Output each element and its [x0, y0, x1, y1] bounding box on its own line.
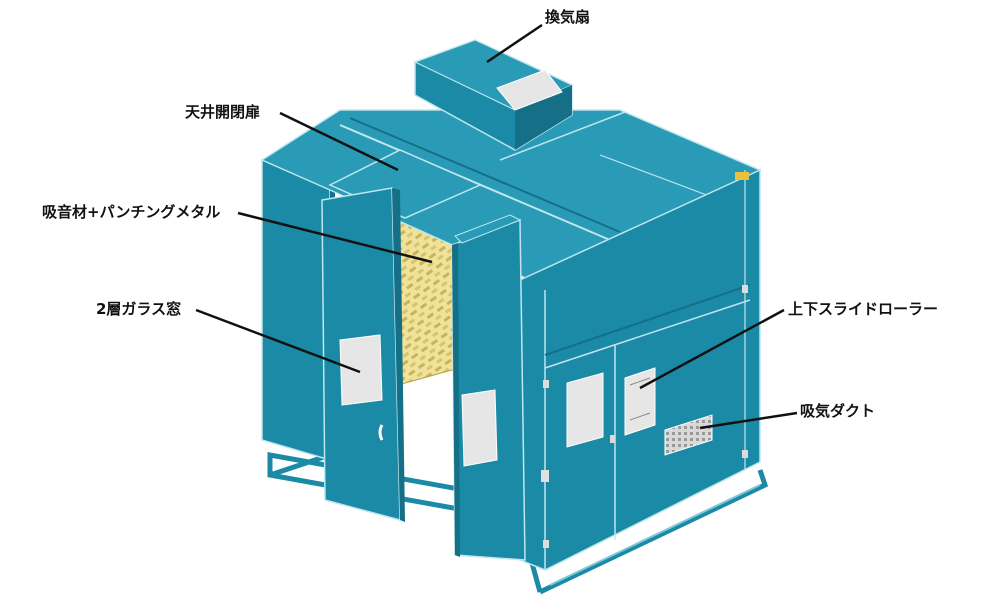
label-exhaust-fan: 換気扇 — [545, 8, 591, 26]
leader-window — [195, 308, 361, 374]
panel-badge — [541, 470, 549, 482]
label-ceiling-door: 天井開閉扉 — [185, 103, 261, 121]
right-wall-hinges — [543, 285, 748, 548]
label-absorber: 吸音材+パンチングメタル — [42, 203, 221, 221]
right-wall-window — [566, 372, 604, 448]
leader-absorber — [237, 211, 433, 264]
leader-ceiling-door — [279, 111, 399, 172]
exhaust-fan-vent — [496, 69, 563, 111]
leader-intake-duct — [699, 411, 798, 430]
right-door-window — [461, 389, 498, 467]
roller-window — [624, 367, 656, 436]
left-wall — [261, 149, 331, 462]
corner-marker — [735, 172, 749, 180]
label-window: 2層ガラス窓 — [96, 300, 182, 318]
leader-roller — [639, 308, 785, 390]
leader-lines — [195, 23, 798, 430]
left-door — [321, 187, 405, 522]
right-door — [448, 214, 526, 561]
label-intake-duct: 吸気ダクト — [800, 402, 876, 420]
right-door-handle — [448, 454, 454, 471]
exhaust-fan-box — [413, 39, 574, 151]
left-door-handle — [378, 424, 384, 441]
double-glass-window — [339, 334, 383, 406]
leader-exhaust-fan — [486, 23, 543, 64]
label-roller: 上下スライドローラー — [788, 300, 939, 318]
intake-duct-grille — [664, 414, 713, 456]
